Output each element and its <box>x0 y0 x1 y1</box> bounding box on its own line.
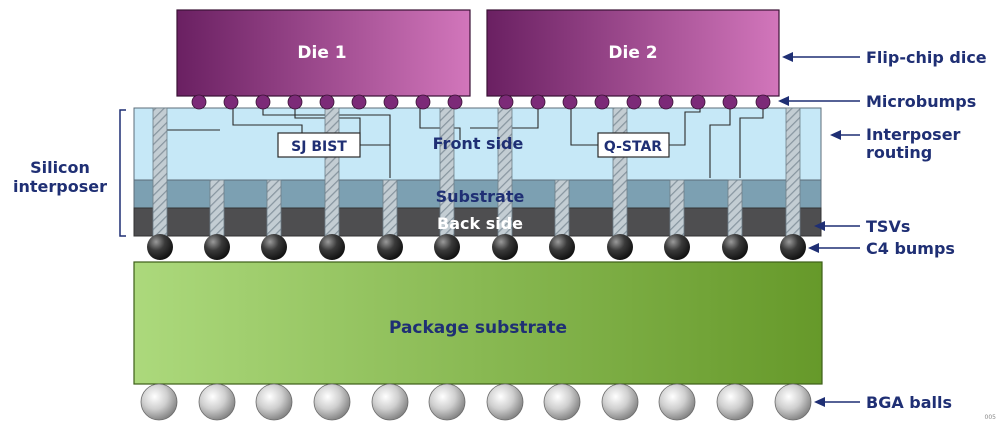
bga-ball-row <box>140 383 812 421</box>
microbumps-label: Microbumps <box>866 92 976 111</box>
tsv <box>612 107 628 237</box>
callout-interposer-routing <box>830 130 860 140</box>
c4-bumps-label: C4 bumps <box>866 239 955 258</box>
interposer-routing-label-line2: routing <box>866 143 932 162</box>
tsv <box>152 107 168 237</box>
microbump-row <box>191 94 771 110</box>
c4-bump <box>147 234 173 260</box>
tsv <box>382 179 398 237</box>
tsv <box>785 107 801 237</box>
back-side-layer <box>133 207 822 237</box>
microbump <box>351 94 367 110</box>
callout-bga-balls <box>814 397 860 407</box>
c4-bump-row <box>147 234 806 260</box>
microbump <box>626 94 642 110</box>
package-substrate-label: Package substrate <box>389 318 567 338</box>
callout-flip-chip-dice <box>782 52 860 62</box>
tsv <box>669 179 685 237</box>
microbump <box>530 94 546 110</box>
microbump <box>755 94 771 110</box>
bga-ball <box>774 383 812 421</box>
c4-bump <box>722 234 748 260</box>
tsv <box>266 179 282 237</box>
die-2: Die 2 <box>486 9 780 97</box>
microbump <box>594 94 610 110</box>
silicon-interposer-label-line2: interposer <box>13 177 107 196</box>
die-1: Die 1 <box>176 9 471 97</box>
c4-bump <box>607 234 633 260</box>
silicon-interposer-label-line1: Silicon <box>30 158 90 177</box>
bga-ball <box>486 383 524 421</box>
microbump <box>415 94 431 110</box>
microbump <box>191 94 207 110</box>
sj-bist-label: SJ BIST <box>291 139 347 155</box>
bga-ball <box>255 383 293 421</box>
bga-ball <box>716 383 754 421</box>
front-side-label: Front side <box>433 134 524 153</box>
microbump <box>722 94 738 110</box>
corner-code: 005 <box>985 414 997 421</box>
bga-balls-label: BGA balls <box>866 393 952 412</box>
tsv <box>554 179 570 237</box>
c4-bump <box>664 234 690 260</box>
microbump <box>287 94 303 110</box>
microbump <box>690 94 706 110</box>
microbump <box>498 94 514 110</box>
tsv <box>324 107 340 237</box>
bga-ball <box>198 383 236 421</box>
bga-ball <box>601 383 639 421</box>
silicon-interposer-bracket: Silicon interposer <box>13 109 126 237</box>
microbump <box>658 94 674 110</box>
tsvs-label: TSVs <box>866 217 910 236</box>
callout-microbumps <box>778 96 860 106</box>
bga-ball <box>428 383 466 421</box>
microbump <box>319 94 335 110</box>
c4-bump <box>549 234 575 260</box>
c4-bump <box>319 234 345 260</box>
c4-bump <box>204 234 230 260</box>
back-side-label: Back side <box>437 214 523 233</box>
c4-bump <box>780 234 806 260</box>
substrate-label: Substrate <box>436 187 525 206</box>
die-2-label: Die 2 <box>608 43 657 63</box>
bga-ball <box>313 383 351 421</box>
die-1-label: Die 1 <box>297 43 346 63</box>
bga-ball <box>543 383 581 421</box>
bga-ball <box>658 383 696 421</box>
microbump <box>223 94 239 110</box>
flip-chip-dice-label: Flip-chip dice <box>866 48 987 67</box>
c4-bump <box>377 234 403 260</box>
c4-bump <box>434 234 460 260</box>
bga-ball <box>371 383 409 421</box>
q-star-block: Q-STAR <box>597 132 670 158</box>
microbump <box>383 94 399 110</box>
microbump <box>447 94 463 110</box>
sj-bist-block: SJ BIST <box>277 132 361 158</box>
c4-bump <box>261 234 287 260</box>
front-side-layer <box>133 107 822 181</box>
microbump <box>562 94 578 110</box>
substrate-layer <box>133 179 822 209</box>
microbump <box>255 94 271 110</box>
silicon-interposer <box>133 107 822 237</box>
bga-ball <box>140 383 178 421</box>
callout-tsvs <box>814 221 860 231</box>
q-star-label: Q-STAR <box>604 139 662 155</box>
callout-c4-bumps <box>808 243 860 253</box>
package-substrate: Package substrate <box>133 261 823 385</box>
interposer-routing-label-line1: Interposer <box>866 125 961 144</box>
callouts <box>778 52 860 407</box>
tsv <box>727 179 743 237</box>
callout-labels: Flip-chip dice Microbumps Interposer rou… <box>866 48 987 412</box>
c4-bump <box>492 234 518 260</box>
tsv <box>209 179 225 237</box>
